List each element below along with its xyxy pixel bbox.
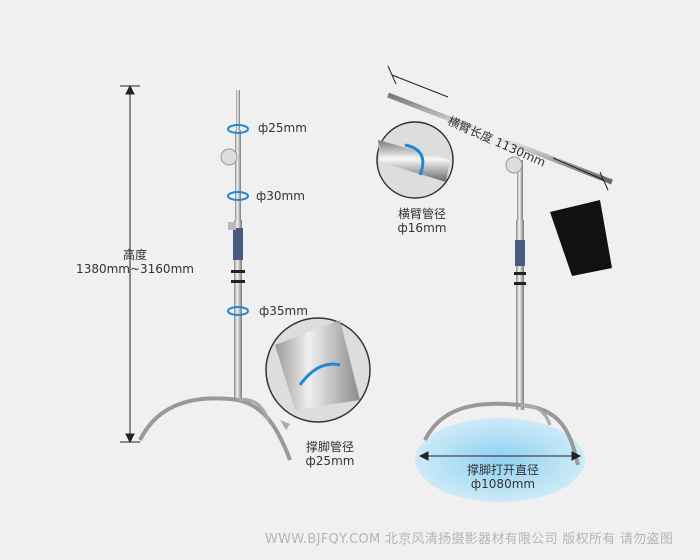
boom-tube-inset [376, 121, 454, 199]
height-dimension [120, 84, 140, 444]
leg-tube-inset [265, 317, 371, 430]
tube-diameter-top: ф25mm [258, 121, 307, 135]
tube-diameter-bottom: ф35mm [259, 304, 308, 318]
boom-length-dimension [387, 65, 609, 191]
watermark: WWW.BJFQY.COM 北京风清扬摄影器材有限公司 版权所有 请勿盗图 [265, 532, 674, 547]
height-label: 高度 [122, 248, 148, 262]
tube-diameter-middle: ф30mm [256, 189, 305, 203]
boom-tube-diameter: ф16mm [397, 221, 447, 235]
boom-tube-label: 横臂管径 [397, 207, 447, 221]
leg-spread-ellipse [415, 418, 585, 502]
leg-spread-diameter: ф1080mm [470, 477, 536, 491]
leg-spread-dimension [418, 451, 582, 461]
left-c-stand [138, 90, 292, 461]
height-range: 1380mm~3160mm [76, 262, 194, 276]
leg-spread-label: 撑脚打开直径 [466, 463, 540, 477]
leg-tube-label: 撑脚管径 [305, 440, 355, 454]
sandbag [550, 200, 612, 276]
leg-tube-diameter: ф25mm [305, 454, 355, 468]
rotation-arrow-icons [227, 124, 249, 316]
